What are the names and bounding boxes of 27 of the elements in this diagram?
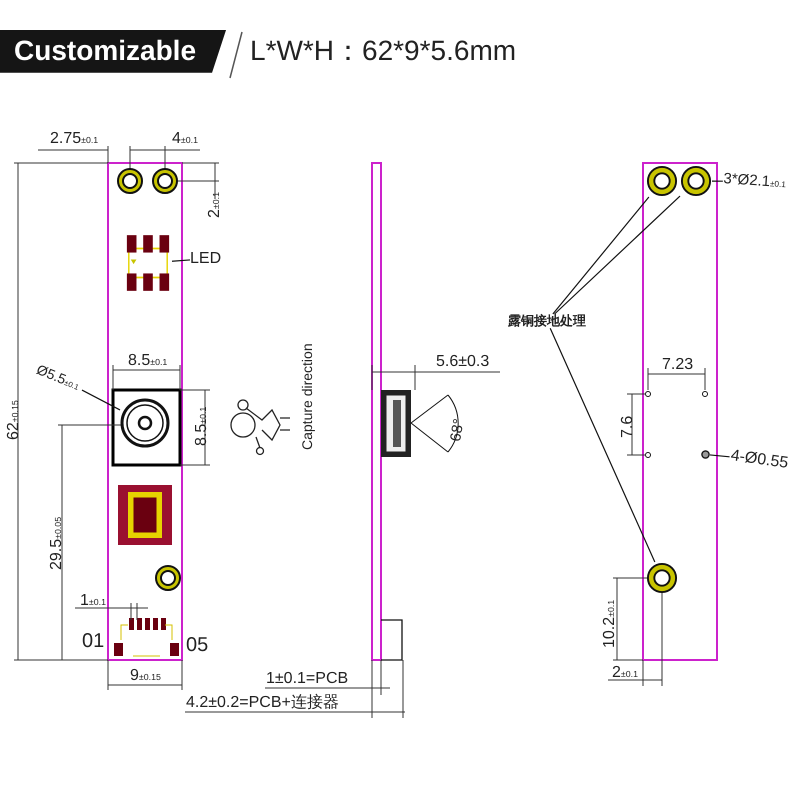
dimension-text: 5.6±0.3: [436, 353, 490, 371]
title-badge: Customizable: [0, 30, 226, 73]
led-chip: [124, 234, 172, 292]
leader-line: [710, 454, 730, 458]
leader-line: [82, 390, 120, 410]
dimension-text: 4.2±0.2=PCB+连接器: [186, 694, 339, 712]
leader-line: [554, 196, 680, 314]
dimension-text: 7.23: [662, 356, 694, 374]
callout-text: 露铜接地处理: [508, 314, 586, 328]
pin-number: 01: [82, 630, 104, 652]
leader-line: [712, 180, 723, 182]
dimension-text: 7.6: [619, 416, 637, 438]
callout-text: LED: [190, 250, 222, 268]
caption-text: Capture direction: [300, 343, 316, 450]
mounting-hole: [646, 165, 678, 197]
leader-line: [172, 259, 190, 262]
mounting-hole: [680, 165, 712, 197]
leader-line: [550, 328, 656, 562]
dimension-text: 68°: [448, 418, 468, 443]
lens: [120, 398, 170, 448]
dimension-text: 4-Ø0.55: [730, 447, 790, 472]
pin-number: 05: [186, 634, 208, 656]
mounting-hole: [646, 562, 678, 594]
leader-line: [552, 196, 650, 314]
title-text: L*W*H：62*9*5.6mm: [250, 36, 516, 67]
dimension-text: 1±0.1=PCB: [266, 670, 348, 688]
small-hole: [701, 450, 710, 459]
